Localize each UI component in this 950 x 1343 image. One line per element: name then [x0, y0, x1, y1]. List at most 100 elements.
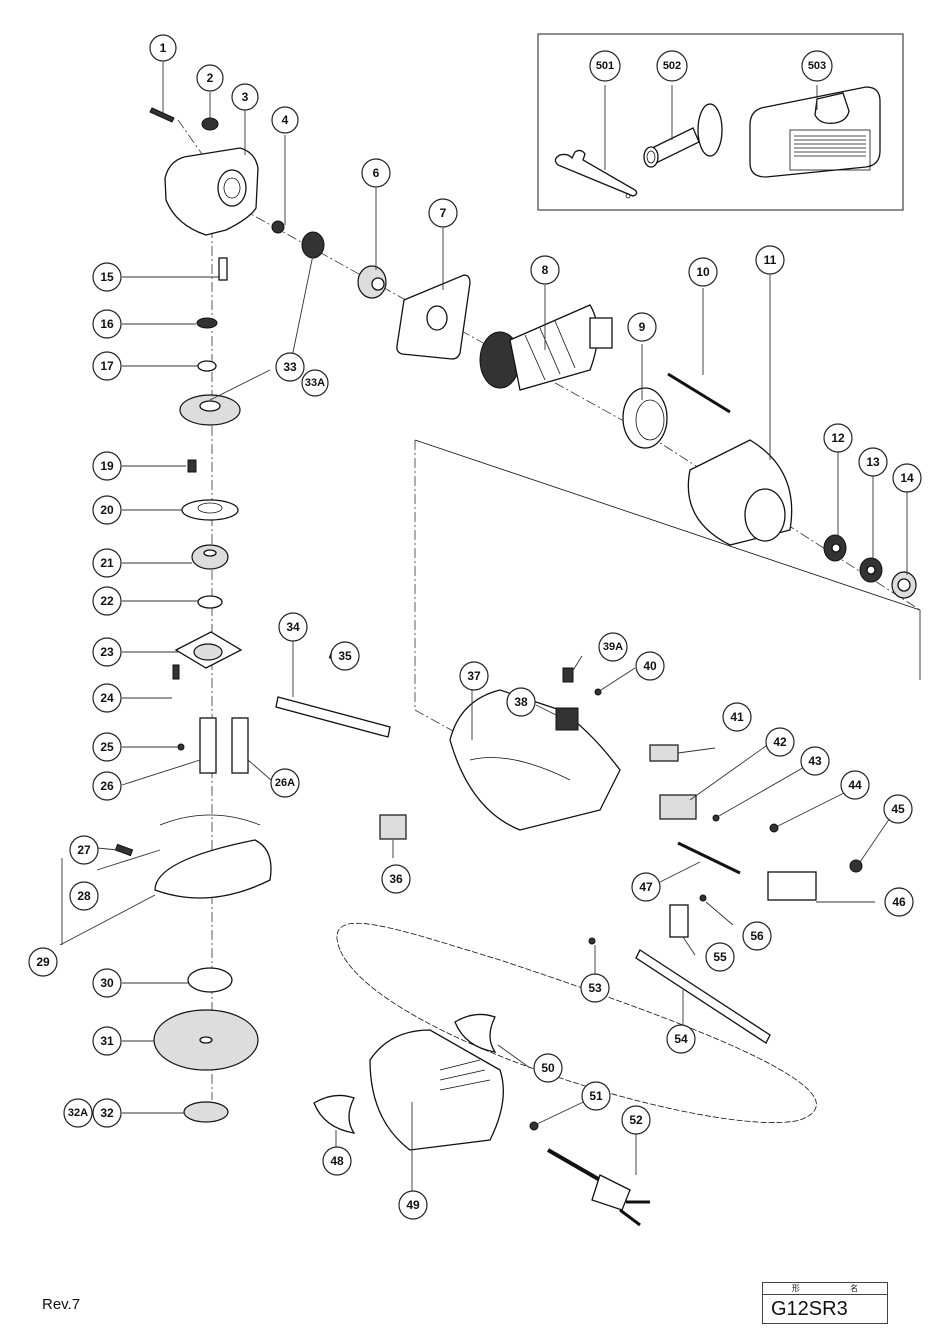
svg-text:24: 24	[100, 691, 114, 705]
svg-text:17: 17	[100, 359, 114, 373]
svg-text:40: 40	[643, 659, 657, 673]
svg-text:22: 22	[100, 594, 114, 608]
callout-34: 34	[278, 612, 308, 642]
rubber-ring-part	[891, 571, 917, 599]
bolt-part	[187, 459, 197, 473]
callout-55: 55	[705, 942, 735, 972]
callout-50: 50	[533, 1053, 563, 1083]
svg-text:10: 10	[696, 265, 710, 279]
callout-43: 43	[800, 746, 830, 776]
callout-12: 12	[823, 423, 853, 453]
callout-10: 10	[688, 257, 718, 287]
svg-text:33A: 33A	[305, 377, 325, 389]
svg-text:3: 3	[242, 90, 249, 104]
svg-text:23: 23	[100, 645, 114, 659]
callout-35: 35	[330, 641, 360, 671]
callout-54: 54	[666, 1024, 696, 1054]
callout-8: 8	[530, 255, 560, 285]
callout-52: 52	[621, 1105, 651, 1135]
callout-32A: 32A	[63, 1098, 93, 1128]
housing-outline	[414, 439, 921, 680]
callout-26: 26	[92, 771, 122, 801]
callout-14: 14	[892, 463, 922, 493]
svg-text:29: 29	[36, 955, 50, 969]
cord-armor-part	[635, 949, 771, 1044]
svg-text:21: 21	[100, 556, 114, 570]
cord-loop	[336, 922, 817, 1123]
callout-31: 31	[92, 1026, 122, 1056]
callout-16: 16	[92, 309, 122, 339]
svg-text:26A: 26A	[275, 777, 295, 789]
key-part	[177, 743, 185, 751]
svg-text:7: 7	[440, 206, 447, 220]
svg-text:38: 38	[514, 695, 528, 709]
callout-19: 19	[92, 451, 122, 481]
cord-terminal-part	[588, 937, 596, 945]
svg-text:31: 31	[100, 1034, 114, 1048]
gear-cover-part	[164, 147, 259, 236]
svg-text:44: 44	[848, 778, 862, 792]
callout-39A: 39A	[598, 632, 628, 662]
svg-text:42: 42	[773, 735, 787, 749]
spindle-alt-part	[231, 717, 249, 774]
callout-48: 48	[322, 1146, 352, 1176]
name-plate-left-part	[313, 1094, 356, 1134]
knob-part	[379, 814, 407, 840]
callout-37: 37	[459, 661, 489, 691]
callout-15: 15	[92, 262, 122, 292]
svg-text:16: 16	[100, 317, 114, 331]
callout-1: 1	[149, 34, 177, 62]
callout-49: 49	[398, 1190, 428, 1220]
svg-text:26: 26	[100, 779, 114, 793]
bearing-lock-part	[181, 499, 239, 521]
svg-text:34: 34	[286, 620, 300, 634]
callout-9: 9	[627, 312, 657, 342]
svg-text:14: 14	[900, 471, 914, 485]
callout-502: 502	[656, 50, 688, 82]
svg-text:32: 32	[100, 1106, 114, 1120]
svg-text:33: 33	[283, 360, 297, 374]
bearing-part	[357, 265, 387, 299]
svg-text:20: 20	[100, 503, 114, 517]
svg-text:503: 503	[808, 60, 826, 72]
callout-32: 32	[92, 1098, 122, 1128]
callout-27: 27	[69, 835, 99, 865]
svg-text:2: 2	[207, 71, 214, 85]
callout-53: 53	[580, 973, 610, 1003]
ball-bearing-part	[191, 544, 229, 570]
carrying-case-part	[749, 86, 881, 178]
noise-suppressor-part	[767, 871, 817, 901]
screw-part	[149, 107, 175, 123]
spindle-part	[199, 717, 217, 774]
svg-text:45: 45	[891, 802, 905, 816]
stator-part	[687, 439, 793, 546]
svg-text:56: 56	[750, 929, 764, 943]
bearing-rear-part	[823, 534, 847, 562]
svg-text:41: 41	[730, 710, 744, 724]
cord-clip-part	[669, 904, 689, 938]
svg-text:502: 502	[663, 60, 681, 72]
svg-text:13: 13	[866, 455, 880, 469]
callout-44: 44	[840, 770, 870, 800]
callout-38: 38	[506, 687, 536, 717]
svg-text:53: 53	[588, 981, 602, 995]
nut-part	[271, 220, 285, 234]
svg-text:36: 36	[389, 872, 403, 886]
svg-text:19: 19	[100, 459, 114, 473]
callout-47: 47	[631, 872, 661, 902]
svg-text:55: 55	[713, 950, 727, 964]
svg-text:12: 12	[831, 431, 845, 445]
svg-text:50: 50	[541, 1061, 555, 1075]
wheel-nut-part	[183, 1101, 229, 1123]
tapping-screw-part	[594, 688, 602, 696]
callout-17: 17	[92, 351, 122, 381]
svg-text:25: 25	[100, 740, 114, 754]
wheel-guard-part	[154, 814, 272, 899]
callout-40: 40	[635, 651, 665, 681]
brush-holder-part	[555, 707, 579, 731]
svg-text:28: 28	[77, 889, 91, 903]
fan-guide-part	[622, 387, 668, 449]
callout-503: 503	[801, 50, 833, 82]
revision-label: Rev.7	[42, 1296, 81, 1313]
